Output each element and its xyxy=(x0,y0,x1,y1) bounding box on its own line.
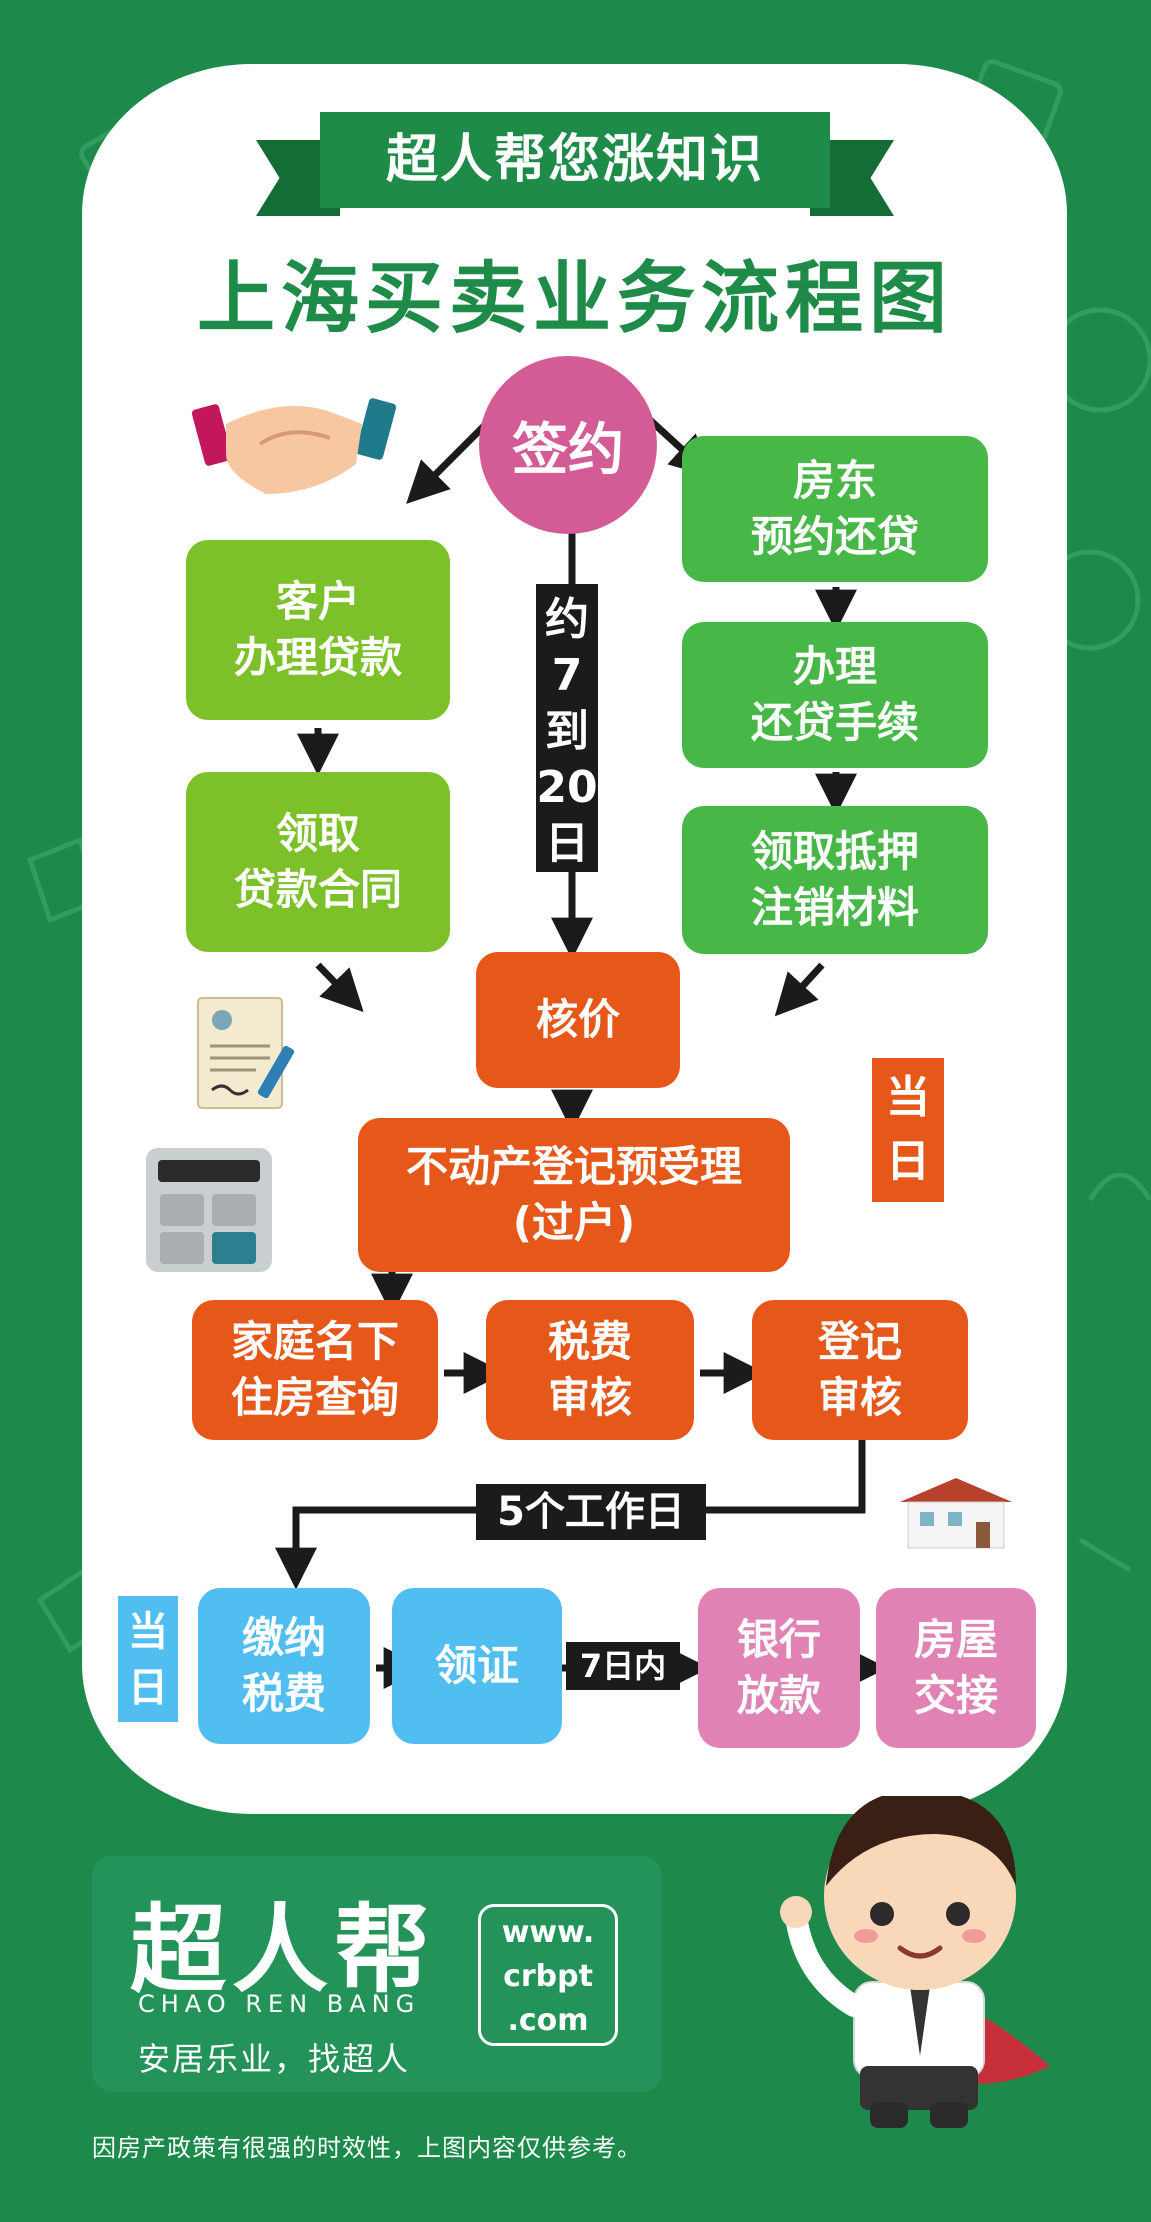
brand-panel xyxy=(92,1856,662,2092)
calculator-icon xyxy=(146,1148,272,1272)
duration-label: 约 7 到 20 日 xyxy=(536,584,598,872)
sign-contract-node: 签约 xyxy=(479,356,657,534)
footer-disclaimer: 因房产政策有很强的时效性，上图内容仅供参考。 xyxy=(92,2134,642,2162)
website-url[interactable]: www. crbpt .com xyxy=(478,1904,618,2046)
within-7-days-label: 7日内 xyxy=(566,1642,680,1690)
pre-registration-step: 不动产登记预受理 (过户) xyxy=(358,1118,790,1272)
mortgage-release-step: 领取抵押 注销材料 xyxy=(682,806,988,954)
brand-slogan: 安居乐业，找超人 xyxy=(138,2040,411,2078)
page-title: 上海买卖业务流程图 xyxy=(196,254,953,344)
house-icon xyxy=(900,1478,1012,1549)
same-day-badge-orange: 当 日 xyxy=(872,1058,944,1202)
get-certificate-step: 领证 xyxy=(392,1588,562,1744)
contract-document-icon xyxy=(197,997,295,1109)
superhero-mascot-icon xyxy=(780,1796,1050,2128)
workdays-label: 5个工作日 xyxy=(476,1484,706,1540)
registration-review-step: 登记 审核 xyxy=(752,1300,968,1440)
price-check-step: 核价 xyxy=(476,952,680,1088)
arrow-start-to-buyer xyxy=(406,417,493,504)
header-banner: 超人帮您涨知识 xyxy=(320,112,830,208)
brand-logo: 超人帮 xyxy=(130,1894,436,2006)
buyer-loan-step: 客户 办理贷款 xyxy=(186,540,450,720)
landlord-repayment-step: 房东 预约还贷 xyxy=(682,436,988,582)
loan-contract-step: 领取 贷款合同 xyxy=(186,772,450,952)
pay-tax-step: 缴纳 税费 xyxy=(198,1588,370,1744)
arrow-contract-to-price xyxy=(315,962,364,1013)
arrow-materials-to-price xyxy=(774,962,825,1017)
bank-loan-step: 银行 放款 xyxy=(698,1588,860,1748)
same-day-badge-blue: 当 日 xyxy=(118,1596,178,1722)
handshake-icon xyxy=(191,398,397,494)
repayment-procedure-step: 办理 还贷手续 xyxy=(682,622,988,768)
house-handover-step: 房屋 交接 xyxy=(876,1588,1036,1748)
housing-query-step: 家庭名下 住房查询 xyxy=(192,1300,438,1440)
brand-logo-english: CHAO REN BANG xyxy=(138,1990,421,2018)
tax-review-step: 税费 审核 xyxy=(486,1300,694,1440)
